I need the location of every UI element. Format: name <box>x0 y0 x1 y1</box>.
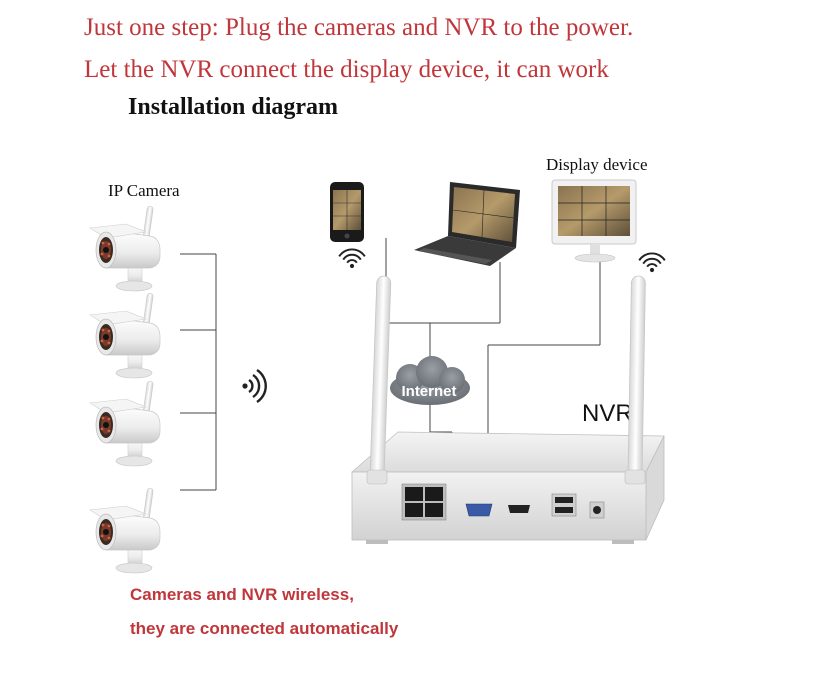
wifi-signal-icon <box>638 252 666 274</box>
wifi-signal-icon <box>241 368 267 404</box>
ip-camera-icon <box>89 205 161 292</box>
smartphone-icon <box>330 182 364 242</box>
ip-camera-icon <box>89 292 161 379</box>
wireless-note-line-1: Cameras and NVR wireless, <box>130 585 354 604</box>
nvr-label: NVR <box>582 400 633 427</box>
ip-camera-icon <box>89 380 161 467</box>
instruction-line-2: Let the NVR connect the display device, … <box>84 56 609 83</box>
nvr-antenna-left <box>366 275 392 485</box>
camera-bracket-lines <box>180 253 217 491</box>
internet-label: Internet <box>401 383 456 400</box>
nvr-device-icon <box>350 431 665 544</box>
wireless-note-line-2: they are connected automatically <box>130 619 399 638</box>
ip-camera-icon <box>89 487 161 574</box>
wifi-signal-icon <box>338 248 366 270</box>
cloud-icon: Internet <box>390 356 470 405</box>
nvr-antenna-right <box>624 275 646 485</box>
monitor-icon <box>551 179 637 263</box>
instruction-line-1: Just one step: Plug the cameras and NVR … <box>84 14 634 41</box>
ip-camera-label: IP Camera <box>108 181 180 200</box>
diagram-title: Installation diagram <box>128 94 339 120</box>
display-device-label: Display device <box>546 155 648 174</box>
laptop-icon <box>414 182 520 266</box>
